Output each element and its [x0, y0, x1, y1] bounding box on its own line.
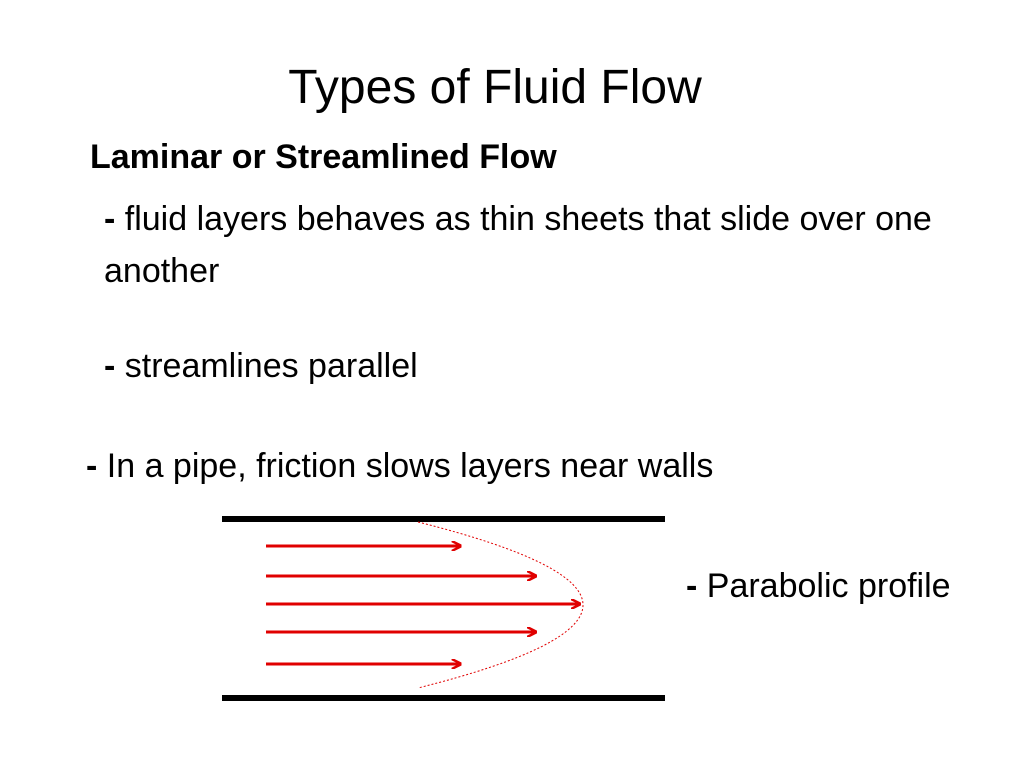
bullet-thin-sheets: - fluid layers behaves as thin sheets th…	[104, 193, 964, 297]
bullet-text: Parabolic profile	[697, 567, 951, 605]
bullet-dash: -	[104, 200, 116, 238]
bullet-text: In a pipe, friction slows layers near wa…	[97, 447, 714, 485]
parabolic-profile-curve	[417, 521, 584, 689]
bullet-pipe-friction: - In a pipe, friction slows layers near …	[86, 440, 713, 492]
bullet-text: fluid layers behaves as thin sheets that…	[104, 200, 932, 290]
bullet-dash: -	[86, 447, 98, 485]
slide-title: Types of Fluid Flow	[288, 61, 702, 114]
bullet-parabolic-profile: - Parabolic profile	[686, 560, 986, 612]
bullet-dash: -	[686, 567, 698, 605]
section-subheading: Laminar or Streamlined Flow	[90, 138, 557, 176]
bullet-text: streamlines parallel	[115, 347, 418, 385]
bullet-streamlines: - streamlines parallel	[104, 340, 418, 392]
bullet-dash: -	[104, 347, 116, 385]
velocity-arrows	[266, 546, 580, 664]
